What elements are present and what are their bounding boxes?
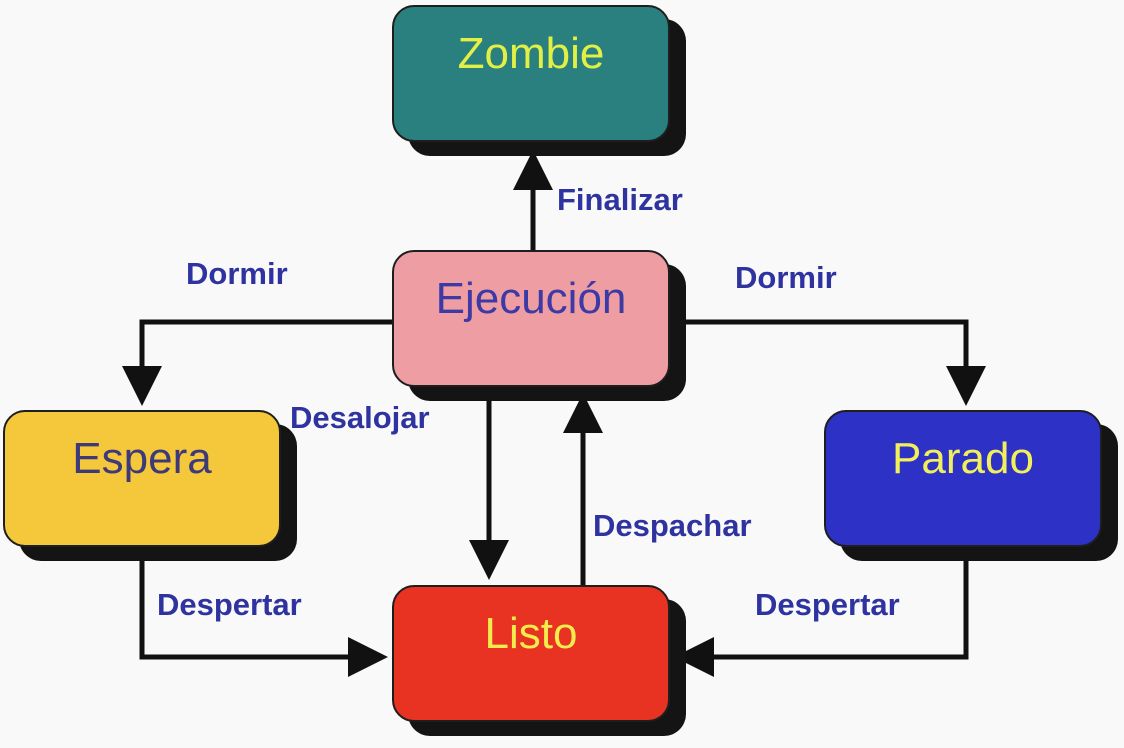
transition-label-desalojar: Desalojar — [290, 400, 430, 435]
arrow-despertar-parado — [674, 547, 969, 677]
state-parado: Parado — [824, 410, 1102, 547]
transition-label-dormir-left: Dormir — [186, 256, 288, 291]
state-listo: Listo — [392, 585, 670, 722]
state-parado-label: Parado — [892, 434, 1034, 483]
arrow-dormir-espera — [122, 319, 392, 406]
state-zombie-label: Zombie — [457, 29, 605, 78]
state-zombie: Zombie — [392, 5, 670, 142]
transition-label-finalizar: Finalizar — [557, 182, 683, 217]
transition-label-despachar: Despachar — [593, 508, 752, 543]
arrow-despertar-espera — [139, 547, 388, 677]
transition-label-despertar-left: Despertar — [157, 587, 302, 622]
state-listo-label: Listo — [484, 609, 578, 658]
state-ejecucion-label: Ejecución — [435, 274, 627, 323]
state-espera-label: Espera — [72, 434, 212, 483]
transition-label-dormir-right: Dormir — [735, 260, 837, 295]
state-ejecucion: Ejecución — [392, 250, 670, 387]
state-espera: Espera — [3, 410, 281, 547]
arrow-dormir-parado — [670, 319, 986, 406]
transition-label-despertar-right: Despertar — [755, 587, 900, 622]
